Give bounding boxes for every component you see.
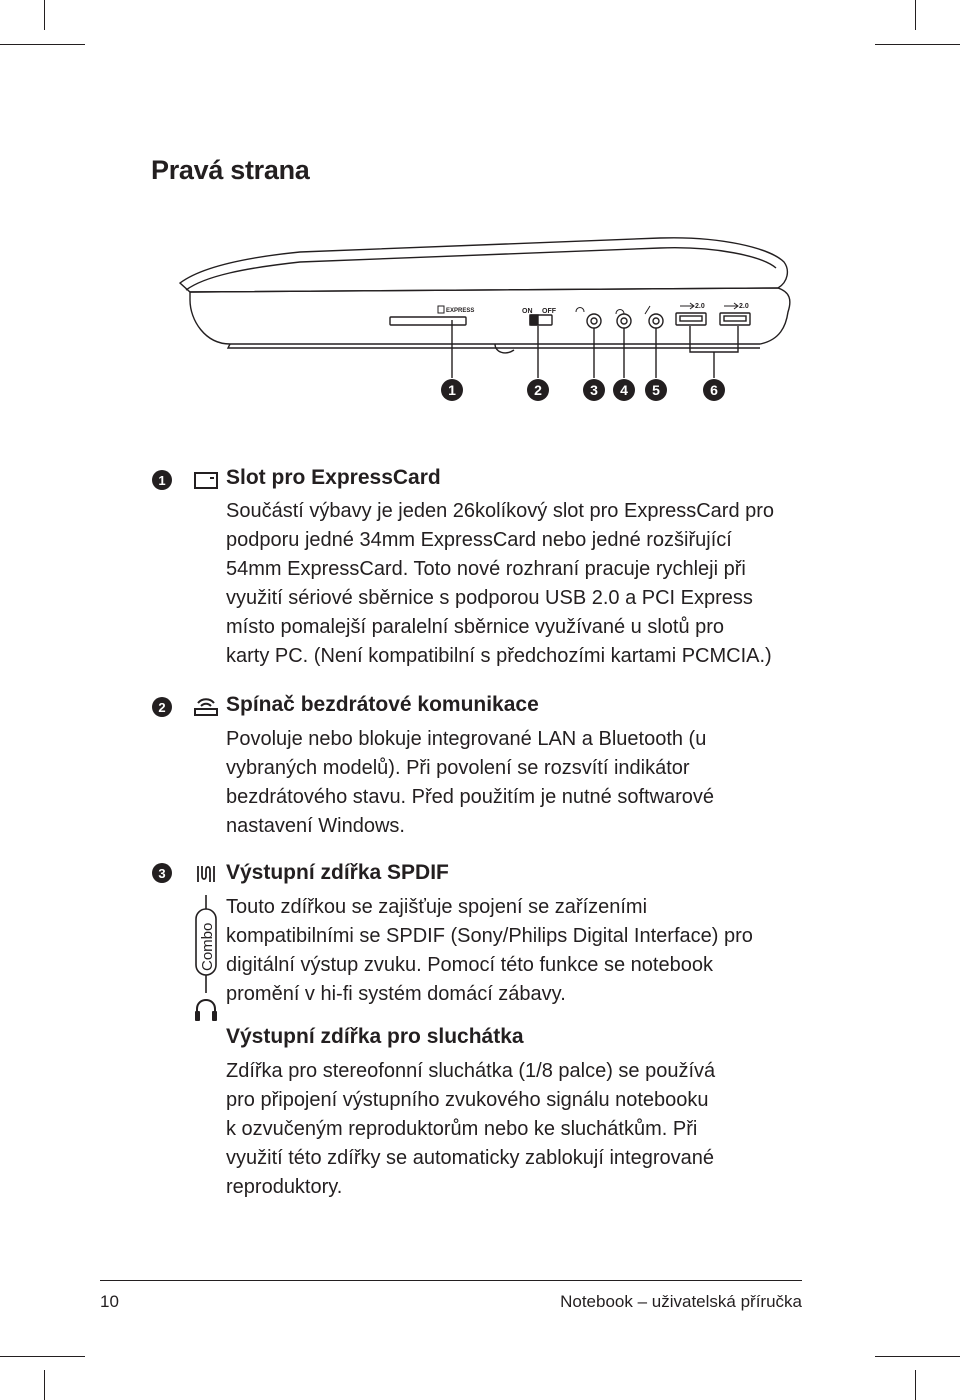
body-line: bezdrátového stavu. Před použitím je nut… <box>226 786 715 808</box>
expresscard-port-label: EXPRESS <box>446 308 474 314</box>
svg-text:2: 2 <box>534 382 542 398</box>
body-line: 54mm ExpressCard. Toto nové rozhraní pra… <box>226 558 746 580</box>
footer-divider <box>100 1280 802 1281</box>
section-title: Slot pro ExpressCard <box>226 466 441 489</box>
subsection-body: Zdířka pro stereofonní sluchátka (1/8 pa… <box>226 1057 826 1202</box>
crop-mark <box>875 1356 960 1357</box>
crop-mark <box>915 1370 916 1400</box>
wireless-switch-icon <box>194 698 218 716</box>
callout-2: 2 <box>527 379 549 401</box>
combo-jack-marker: Combo <box>195 895 217 1021</box>
usb-port-label: 2.0 <box>695 303 705 310</box>
callout-4: 4 <box>613 379 635 401</box>
crop-mark <box>44 0 45 30</box>
expresscard-icon <box>194 472 218 489</box>
body-line: Povoluje nebo blokuje integrované LAN a … <box>226 728 707 750</box>
section-number-3: 3 <box>152 863 172 883</box>
callout-1: 1 <box>441 379 463 401</box>
section-number-1: 1 <box>152 470 172 490</box>
body-line: místo pomalejší paralelní sběrnice využí… <box>226 616 725 638</box>
crop-mark <box>915 0 916 30</box>
section-body: Součástí výbavy je jeden 26kolíkový slot… <box>226 497 826 671</box>
svg-text:1: 1 <box>448 382 456 398</box>
switch-on-label: ON <box>522 308 533 315</box>
section-number-2: 2 <box>152 697 172 717</box>
body-line: Součástí výbavy je jeden 26kolíkový slot… <box>226 500 775 522</box>
crop-mark <box>875 44 960 45</box>
body-line: promění v hi-fi systém domácí zábavy. <box>226 983 566 1005</box>
crop-mark <box>0 1356 85 1357</box>
crop-mark <box>0 44 85 45</box>
callout-3: 3 <box>583 379 605 401</box>
notebook-right-side-diagram: EXPRESS ON OFF 2.0 2.0 1 2 3 4 5 6 <box>178 237 791 401</box>
switch-off-label: OFF <box>542 308 557 315</box>
subsection-title: Výstupní zdířka pro sluchátka <box>226 1025 524 1048</box>
page-title: Pravá strana <box>151 155 310 185</box>
page-number: 10 <box>100 1292 119 1311</box>
body-line: reproduktory. <box>226 1176 343 1198</box>
body-line: digitální výstup zvuku. Pomocí této funk… <box>226 954 713 976</box>
callout-6: 6 <box>703 379 725 401</box>
body-line: karty PC. (Není kompatibilní s předchozí… <box>226 645 772 667</box>
footer-title: Notebook – uživatelská příručka <box>560 1292 802 1311</box>
body-line: využití této zdířky se automaticky zablo… <box>226 1147 715 1169</box>
spdif-icon <box>197 866 215 882</box>
body-line: podporu jedné 34mm ExpressCard nebo jedn… <box>226 529 732 551</box>
crop-mark <box>44 1370 45 1400</box>
headphone-icon <box>195 999 217 1021</box>
svg-text:3: 3 <box>590 382 598 398</box>
section-title: Výstupní zdířka SPDIF <box>226 861 449 884</box>
svg-text:4: 4 <box>620 382 628 398</box>
body-line: vybraných modelů). Při povolení se rozsv… <box>226 757 690 779</box>
section-title: Spínač bezdrátové komunikace <box>226 693 539 716</box>
body-line: nastavení Windows. <box>226 815 405 837</box>
svg-text:6: 6 <box>710 382 718 398</box>
body-line: kompatibilními se SPDIF (Sony/Philips Di… <box>226 925 753 947</box>
body-line: k ozvučeným reproduktorům nebo ke sluchá… <box>226 1118 698 1140</box>
svg-text:5: 5 <box>652 382 660 398</box>
body-line: využití sériové sběrnice s podporou USB … <box>226 587 753 609</box>
callout-5: 5 <box>645 379 667 401</box>
combo-label: Combo <box>199 923 216 971</box>
section-body: Touto zdířkou se zajišťuje spojení se za… <box>226 893 826 1009</box>
body-line: pro připojení výstupního zvukového signá… <box>226 1089 709 1111</box>
body-line: Zdířka pro stereofonní sluchátka (1/8 pa… <box>226 1060 716 1082</box>
body-line: Touto zdířkou se zajišťuje spojení se za… <box>226 896 648 918</box>
usb-port-label: 2.0 <box>739 303 749 310</box>
section-body: Povoluje nebo blokuje integrované LAN a … <box>226 725 826 841</box>
